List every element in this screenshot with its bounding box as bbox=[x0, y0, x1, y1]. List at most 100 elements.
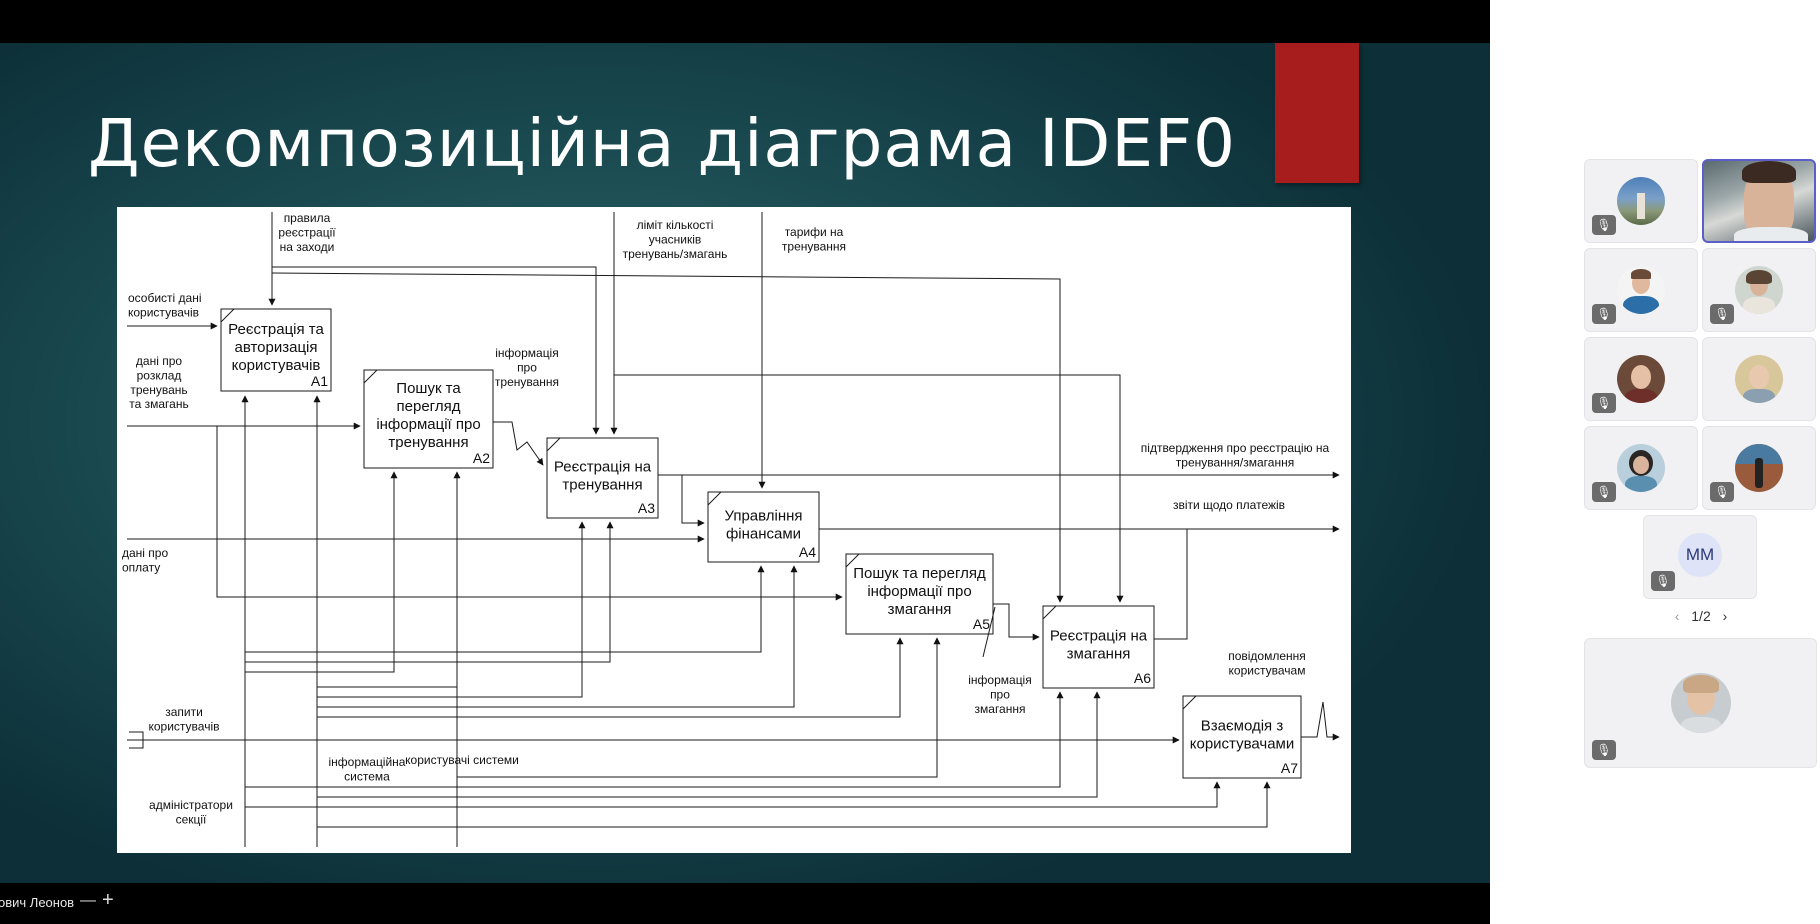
function-box-a1 bbox=[220, 308, 332, 392]
next-page-button[interactable]: › bbox=[1722, 608, 1728, 624]
label-payment-reports: звіти щодо платежів bbox=[1173, 498, 1285, 512]
connector-arrow bbox=[614, 374, 1124, 603]
connector-arrow bbox=[457, 637, 941, 778]
function-box-a3 bbox=[546, 437, 659, 519]
connector-arrow bbox=[317, 691, 1101, 798]
box-corner-mark bbox=[845, 553, 860, 568]
slide-accent-block bbox=[1275, 43, 1359, 183]
prev-page-button[interactable]: ‹ bbox=[1674, 608, 1680, 624]
participant-tile[interactable]: 🎙 bbox=[1584, 337, 1698, 421]
participant-tile[interactable]: 🎙 bbox=[1584, 426, 1698, 510]
zoom-in-button[interactable]: + bbox=[102, 889, 114, 911]
function-box-a2 bbox=[363, 369, 494, 469]
box-corner-mark bbox=[546, 437, 561, 452]
box-code-a5: A5 bbox=[973, 616, 990, 632]
box-corner-mark bbox=[707, 491, 722, 506]
avatar bbox=[1617, 355, 1665, 403]
mic-off-icon: 🎙 bbox=[1592, 215, 1616, 235]
connector-arrow bbox=[245, 781, 1221, 808]
zoom-out-button[interactable]: — bbox=[80, 892, 96, 909]
connector-arrow bbox=[245, 521, 614, 663]
avatar bbox=[1670, 673, 1731, 733]
avatar bbox=[1617, 266, 1665, 314]
box-code-a3: A3 bbox=[638, 500, 655, 516]
participant-tile[interactable]: 🎙 bbox=[1584, 248, 1698, 332]
connector-arrow bbox=[493, 421, 544, 466]
connector-arrow bbox=[1301, 701, 1340, 741]
self-view-tile[interactable]: 🎙 bbox=[1584, 638, 1817, 768]
connector-arrow bbox=[271, 272, 1064, 603]
box-code-a1: A1 bbox=[311, 373, 328, 389]
connector-arrow bbox=[317, 521, 586, 698]
presenter-name: ович Леонов bbox=[0, 895, 75, 910]
presentation-slide: Декомпозиційна діаграма IDEF0 Реєстрація… bbox=[0, 43, 1490, 883]
participant-tile[interactable]: 🎙 bbox=[1584, 159, 1698, 243]
mic-off-icon: 🎙 bbox=[1710, 304, 1734, 324]
shared-screen: Декомпозиційна діаграма IDEF0 Реєстрація… bbox=[0, 43, 1490, 924]
connector-arrow bbox=[317, 781, 1271, 828]
label-system-users: користувачі системи bbox=[405, 753, 519, 767]
connector-arrow bbox=[245, 691, 1064, 788]
connector-arrow bbox=[1154, 529, 1188, 640]
function-box-a5 bbox=[845, 553, 994, 635]
avatar bbox=[1735, 266, 1783, 314]
avatar bbox=[1735, 444, 1783, 492]
connector-arrow bbox=[272, 266, 600, 435]
box-corner-mark bbox=[1182, 695, 1197, 710]
participant-tile[interactable] bbox=[1702, 337, 1816, 421]
box-code-a2: A2 bbox=[473, 450, 490, 466]
participant-tile[interactable]: 🎙 bbox=[1702, 248, 1816, 332]
mic-off-icon: 🎙 bbox=[1651, 571, 1675, 591]
function-box-a4 bbox=[707, 491, 820, 563]
meeting-bottom-bar: ович Леонов — + bbox=[0, 883, 1490, 924]
connector-arrow bbox=[245, 565, 765, 653]
participant-video-tile[interactable] bbox=[1702, 159, 1816, 243]
avatar bbox=[1735, 355, 1783, 403]
mic-off-icon: 🎙 bbox=[1592, 740, 1616, 760]
function-box-a6 bbox=[1042, 605, 1155, 689]
box-code-a6: A6 bbox=[1134, 670, 1151, 686]
connector-arrow bbox=[317, 471, 461, 688]
avatar-initials: MM bbox=[1678, 533, 1722, 577]
page-indicator: 1/2 bbox=[1691, 608, 1711, 624]
connector-arrow bbox=[317, 565, 798, 708]
connector-arrow bbox=[993, 603, 1040, 641]
connector-arrow bbox=[129, 731, 144, 749]
participant-tile[interactable]: MM 🎙 bbox=[1643, 515, 1757, 599]
connector-arrow bbox=[317, 637, 904, 718]
box-corner-mark bbox=[1042, 605, 1057, 620]
box-code-a7: A7 bbox=[1281, 760, 1298, 776]
box-corner-mark bbox=[363, 369, 378, 384]
participant-tile[interactable]: 🎙 bbox=[1702, 426, 1816, 510]
mic-off-icon: 🎙 bbox=[1592, 393, 1616, 413]
slide-title: Декомпозиційна діаграма IDEF0 bbox=[88, 105, 1237, 182]
box-corner-mark bbox=[220, 308, 235, 323]
box-code-a4: A4 bbox=[799, 544, 816, 560]
mic-off-icon: 🎙 bbox=[1592, 304, 1616, 324]
connector-arrow bbox=[216, 426, 843, 601]
connector-arrow bbox=[658, 474, 705, 527]
avatar bbox=[1617, 177, 1665, 225]
participant-pager: ‹ 1/2 › bbox=[1666, 608, 1736, 624]
avatar bbox=[1617, 444, 1665, 492]
mic-off-icon: 🎙 bbox=[1710, 482, 1734, 502]
